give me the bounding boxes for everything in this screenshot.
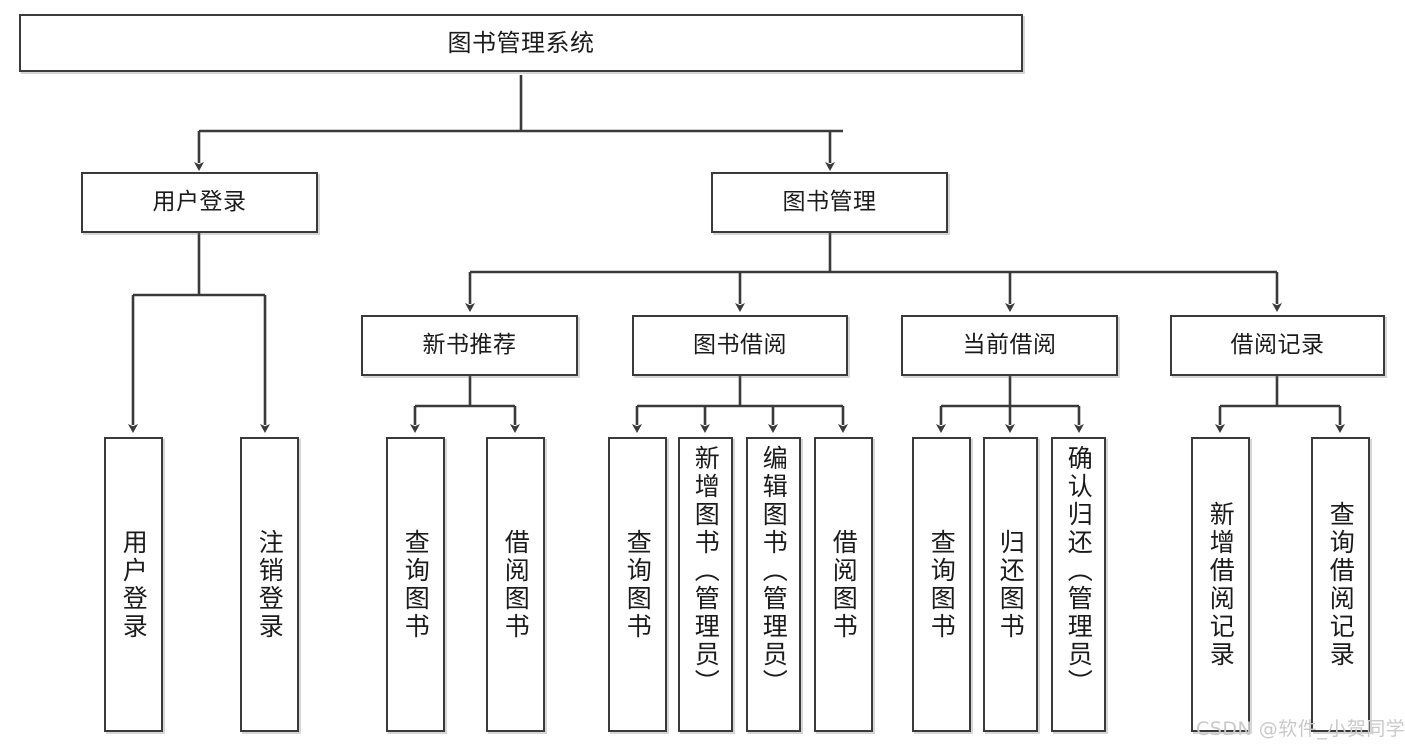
node-label: 查询图书	[401, 528, 431, 641]
node-label: 图书借阅	[693, 332, 787, 359]
node-book-borrow[interactable]: 图书借阅	[632, 315, 848, 376]
node-book-management[interactable]: 图书管理	[711, 172, 948, 233]
leaf-add-book-admin[interactable]: 新增图书（管理员）	[678, 437, 733, 732]
node-user-login[interactable]: 用户登录	[81, 172, 318, 233]
leaf-logout[interactable]: 注销登录	[240, 437, 299, 732]
leaf-query-book-borrow[interactable]: 查询图书	[608, 437, 667, 732]
node-borrow-record[interactable]: 借阅记录	[1170, 315, 1385, 376]
node-label: 借阅记录	[1230, 332, 1325, 359]
node-current-borrow[interactable]: 当前借阅	[901, 315, 1118, 376]
node-root-book-management-system[interactable]: 图书管理系统	[19, 14, 1023, 72]
node-label: 查询借阅记录	[1326, 500, 1356, 669]
node-label: 用户登录	[152, 189, 247, 216]
node-label: 借阅图书	[501, 528, 531, 641]
node-label: 编辑图书（管理员）	[759, 445, 789, 697]
node-label: 借阅图书	[829, 528, 859, 641]
leaf-query-borrow-record[interactable]: 查询借阅记录	[1311, 437, 1370, 732]
leaf-query-book-recommend[interactable]: 查询图书	[386, 437, 445, 732]
node-label: 归还图书	[996, 528, 1026, 641]
node-label: 确认归还（管理员）	[1064, 445, 1094, 697]
leaf-edit-book-admin[interactable]: 编辑图书（管理员）	[746, 437, 801, 732]
node-new-book-recommend[interactable]: 新书推荐	[361, 315, 578, 376]
node-label: 查询图书	[623, 528, 653, 641]
leaf-borrow-book[interactable]: 借阅图书	[814, 437, 873, 732]
node-label: 注销登录	[255, 528, 285, 641]
node-label: 新增图书（管理员）	[691, 445, 721, 697]
node-label: 图书管理系统	[447, 29, 595, 57]
leaf-borrow-book-recommend[interactable]: 借阅图书	[486, 437, 545, 732]
leaf-query-book-current[interactable]: 查询图书	[912, 437, 971, 732]
leaf-return-book[interactable]: 归还图书	[983, 437, 1038, 732]
leaf-add-borrow-record[interactable]: 新增借阅记录	[1191, 437, 1250, 732]
node-label: 新增借阅记录	[1206, 500, 1236, 669]
node-label: 用户登录	[119, 528, 149, 641]
leaf-user-login[interactable]: 用户登录	[104, 437, 163, 732]
node-label: 新书推荐	[422, 332, 517, 359]
leaf-confirm-return-admin[interactable]: 确认归还（管理员）	[1051, 437, 1106, 732]
csdn-watermark: CSDN @软件_小贺同学	[1196, 718, 1405, 740]
node-label: 查询图书	[927, 528, 957, 641]
node-label: 当前借阅	[962, 332, 1057, 359]
node-label: 图书管理	[782, 189, 877, 216]
